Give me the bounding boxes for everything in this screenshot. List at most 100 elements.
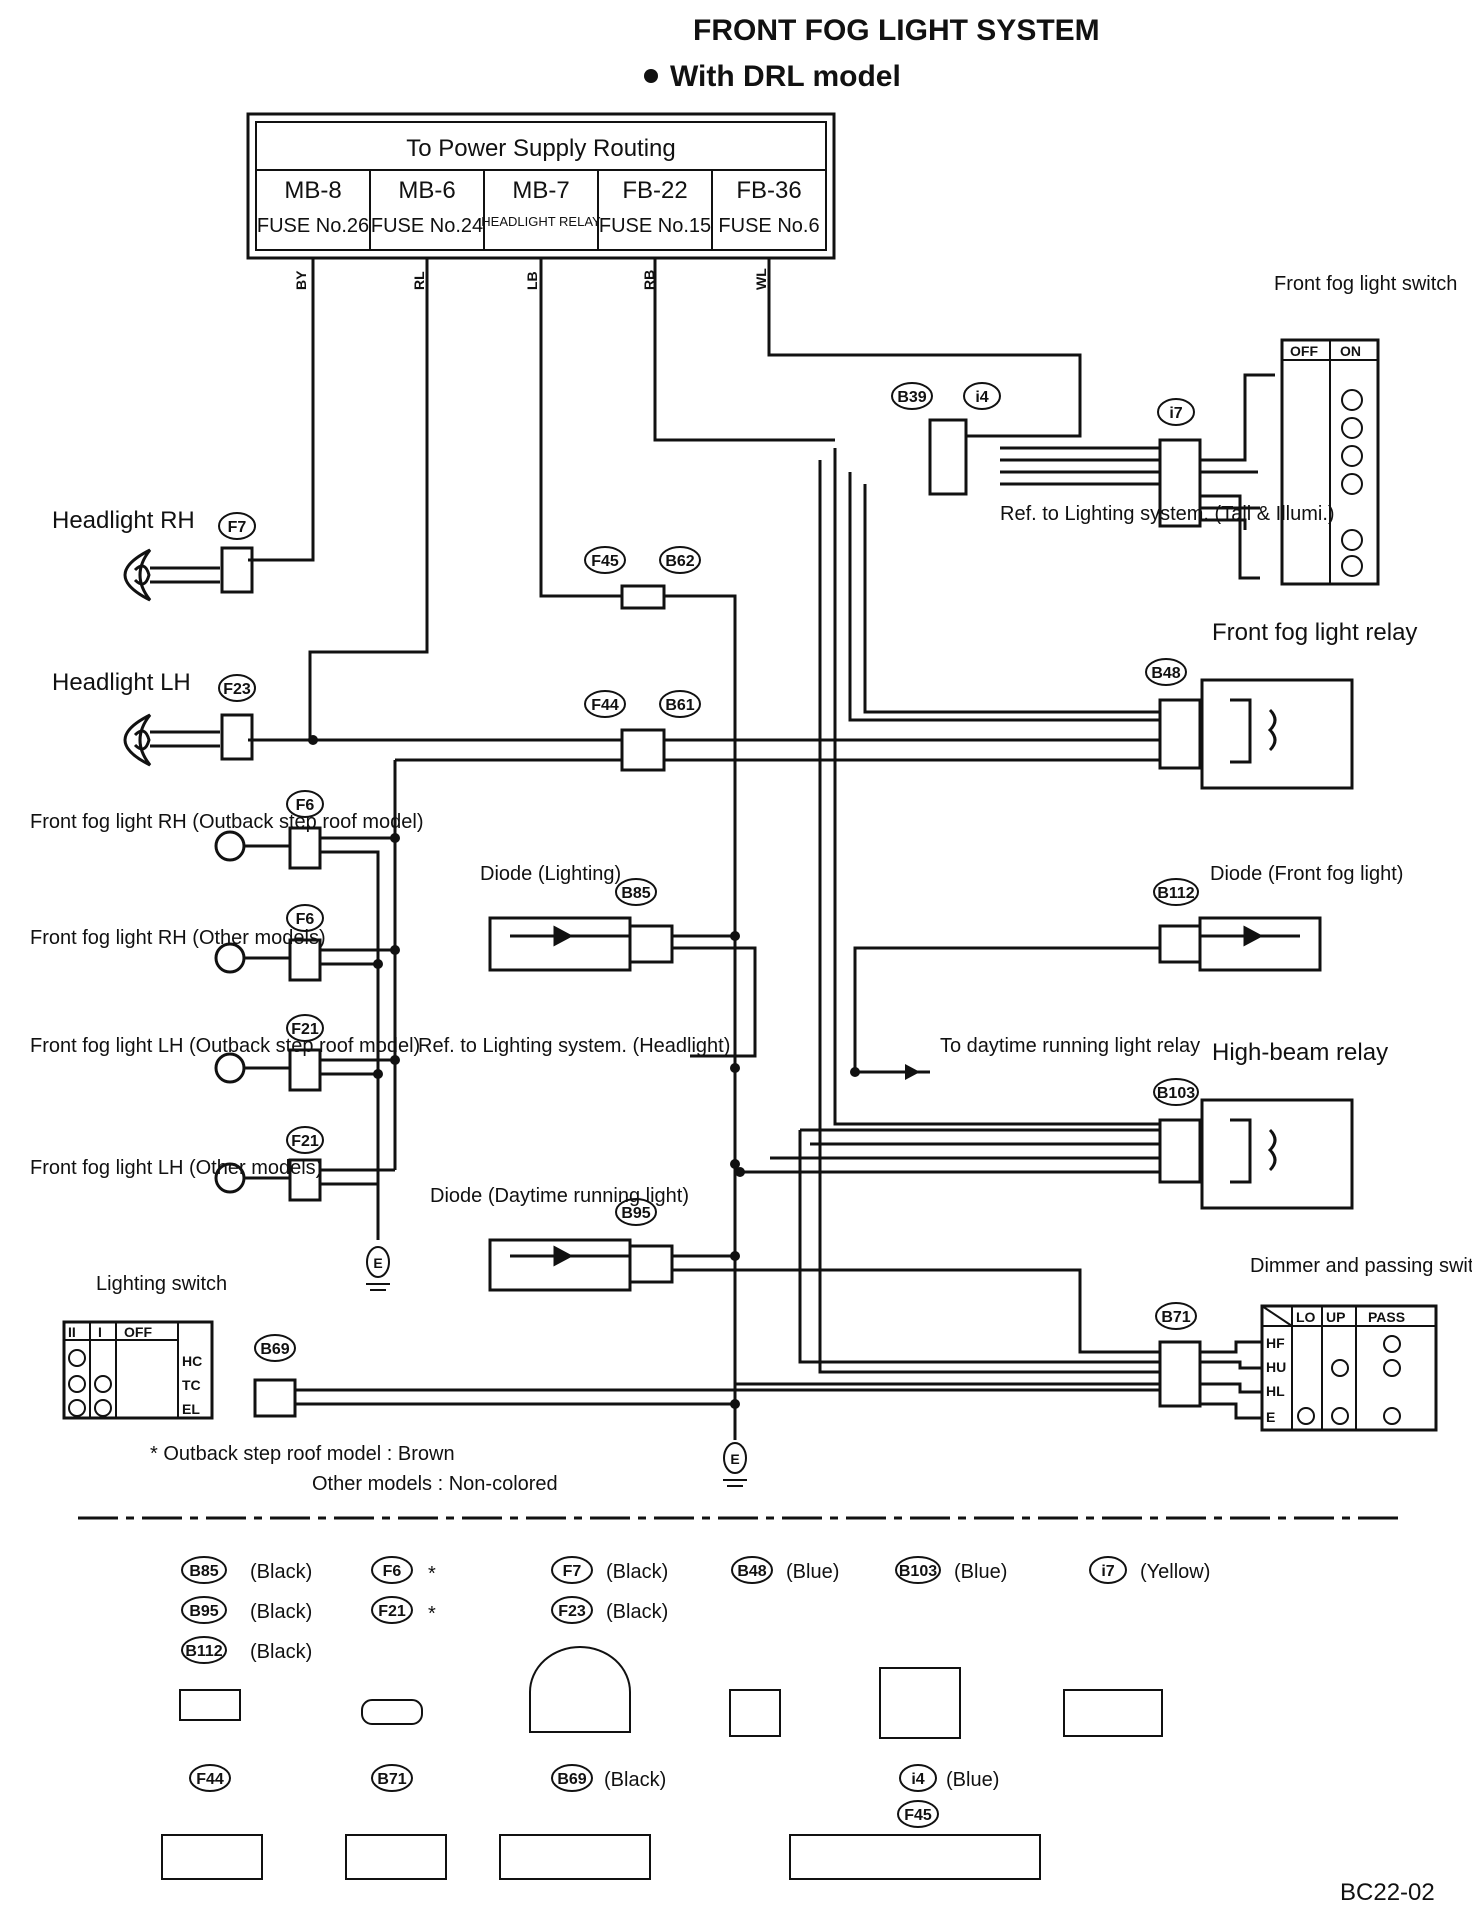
svg-text:B103: B103	[1157, 1085, 1195, 1102]
svg-text:*: *	[428, 1603, 436, 1625]
svg-text:F44: F44	[196, 1771, 224, 1788]
svg-text:i4: i4	[975, 389, 988, 406]
svg-text:B71: B71	[377, 1771, 406, 1788]
power-cell-sub: FUSE No.24	[371, 215, 483, 237]
dimmer-row-e: E	[1266, 1409, 1275, 1425]
connector-faces	[161, 1646, 1163, 1880]
power-cell-sub: FUSE No.26	[257, 215, 369, 237]
svg-text:(Black): (Black)	[604, 1769, 666, 1791]
headlight-lh	[123, 713, 254, 767]
fog-relay	[1200, 678, 1354, 790]
fog-switch	[1280, 338, 1380, 586]
arrow-icon	[905, 1064, 920, 1080]
svg-text:B62: B62	[665, 553, 694, 570]
lighting-row-tc: TC	[182, 1377, 201, 1393]
dimmer-col-up: UP	[1326, 1309, 1345, 1325]
fog-switch-on: ON	[1340, 343, 1361, 359]
dimmer-switch	[1260, 1304, 1438, 1432]
svg-text:F6: F6	[383, 1563, 402, 1580]
power-box-heading: To Power Supply Routing	[406, 135, 675, 162]
page-subtitle: With DRL model	[670, 60, 901, 93]
headlight-rh	[123, 546, 254, 602]
svg-text:F45: F45	[904, 1807, 932, 1824]
page-title: FRONT FOG LIGHT SYSTEM	[693, 14, 1100, 47]
junction-dots	[308, 735, 860, 1409]
svg-text:(Blue): (Blue)	[946, 1769, 999, 1791]
dimmer-row-hl: HL	[1266, 1383, 1285, 1399]
svg-text:F6: F6	[296, 911, 315, 928]
svg-text:RB: RB	[641, 270, 657, 290]
legend: B85 (Black) B95 (Black) B112 (Black) F6 …	[181, 1556, 1210, 1664]
fog-lh-other-label: Front fog light LH (Other models)	[30, 1157, 322, 1179]
svg-text:BY: BY	[293, 270, 309, 290]
svg-text:(Black): (Black)	[250, 1561, 312, 1583]
diodes	[488, 916, 1322, 1292]
lighting-switch	[62, 1320, 214, 1420]
lighting-col-off: OFF	[124, 1324, 152, 1340]
ground-label: E	[373, 1255, 382, 1271]
svg-text:B85: B85	[621, 885, 650, 902]
dimmer-col-lo: LO	[1296, 1309, 1316, 1325]
power-cell-sub: HEADLIGHT RELAY	[481, 214, 601, 229]
power-cell-sub: FUSE No.6	[718, 215, 819, 237]
connector-bubble-texts: F7 F23 F6 F6 F21 F21 F45 B62 F44 B61 B39…	[223, 389, 1195, 1358]
svg-text:B95: B95	[621, 1205, 650, 1222]
fog-relay-label: Front fog light relay	[1212, 619, 1417, 646]
svg-text:(Black): (Black)	[606, 1561, 668, 1583]
headlight-rh-label: Headlight RH	[52, 507, 195, 534]
svg-text:F21: F21	[378, 1603, 406, 1620]
fog-lights	[214, 826, 322, 1202]
svg-text:B112: B112	[185, 1643, 222, 1660]
svg-text:i7: i7	[1101, 1563, 1114, 1580]
lighting-col-ii: II	[68, 1324, 76, 1340]
inline-connectors	[253, 418, 1202, 1418]
svg-text:B103: B103	[899, 1563, 937, 1580]
dimmer-row-hu: HU	[1266, 1359, 1286, 1375]
svg-text:F44: F44	[591, 697, 619, 714]
svg-text:B71: B71	[1161, 1309, 1190, 1326]
power-cell-id: MB-8	[284, 177, 341, 204]
svg-text:(Yellow): (Yellow)	[1140, 1561, 1210, 1583]
svg-text:B39: B39	[897, 389, 926, 406]
lighting-row-hc: HC	[182, 1353, 202, 1369]
diode-fog-label: Diode (Front fog light)	[1210, 863, 1403, 885]
svg-text:F7: F7	[228, 519, 247, 536]
svg-text:B69: B69	[260, 1341, 289, 1358]
wires	[248, 258, 1275, 1440]
power-wire-codes: BY RL LB RB WL	[293, 268, 769, 290]
svg-text:B69: B69	[557, 1771, 586, 1788]
svg-text:F45: F45	[591, 553, 619, 570]
svg-text:F21: F21	[291, 1021, 319, 1038]
svg-text:(Black): (Black)	[250, 1601, 312, 1623]
legend-row-2: F44 B71 B69 (Black) i4 (Blue) F45	[189, 1764, 999, 1828]
svg-text:LB: LB	[524, 271, 540, 290]
svg-text:B85: B85	[189, 1563, 218, 1580]
svg-text:(Black): (Black)	[606, 1601, 668, 1623]
note-line-2: Other models : Non-colored	[312, 1473, 558, 1495]
ref-headlight-label: Ref. to Lighting system. (Headlight)	[418, 1035, 730, 1057]
svg-text:WL: WL	[753, 268, 769, 290]
svg-text:RL: RL	[411, 271, 427, 290]
lighting-col-i: I	[98, 1324, 102, 1340]
svg-text:F23: F23	[223, 681, 251, 698]
diagram-code: BC22-02	[1340, 1879, 1435, 1906]
bullet-icon	[644, 69, 658, 83]
svg-text:B112: B112	[1157, 885, 1194, 902]
power-cell-id: MB-7	[512, 177, 569, 204]
high-beam-relay-label: High-beam relay	[1212, 1039, 1388, 1066]
to-drl-label: To daytime running light relay	[940, 1035, 1200, 1057]
power-cell-id: FB-22	[622, 177, 687, 204]
svg-text:(Blue): (Blue)	[786, 1561, 839, 1583]
svg-text:i4: i4	[911, 1771, 924, 1788]
dimmer-switch-label: Dimmer and passing switch	[1250, 1255, 1472, 1277]
ref-tail-label: Ref. to Lighting system. (Tail & Illumi.…	[1000, 503, 1335, 525]
lighting-switch-label: Lighting switch	[96, 1273, 227, 1295]
svg-text:F21: F21	[291, 1133, 319, 1150]
ground-symbols	[366, 1246, 747, 1487]
svg-text:i7: i7	[1169, 405, 1182, 422]
svg-text:B61: B61	[665, 697, 694, 714]
power-box-cells: MB-8 FUSE No.26 MB-6 FUSE No.24 MB-7 HEA…	[257, 177, 820, 237]
svg-text:F6: F6	[296, 797, 315, 814]
fog-lh-outback-label: Front fog light LH (Outback step roof mo…	[30, 1035, 420, 1057]
